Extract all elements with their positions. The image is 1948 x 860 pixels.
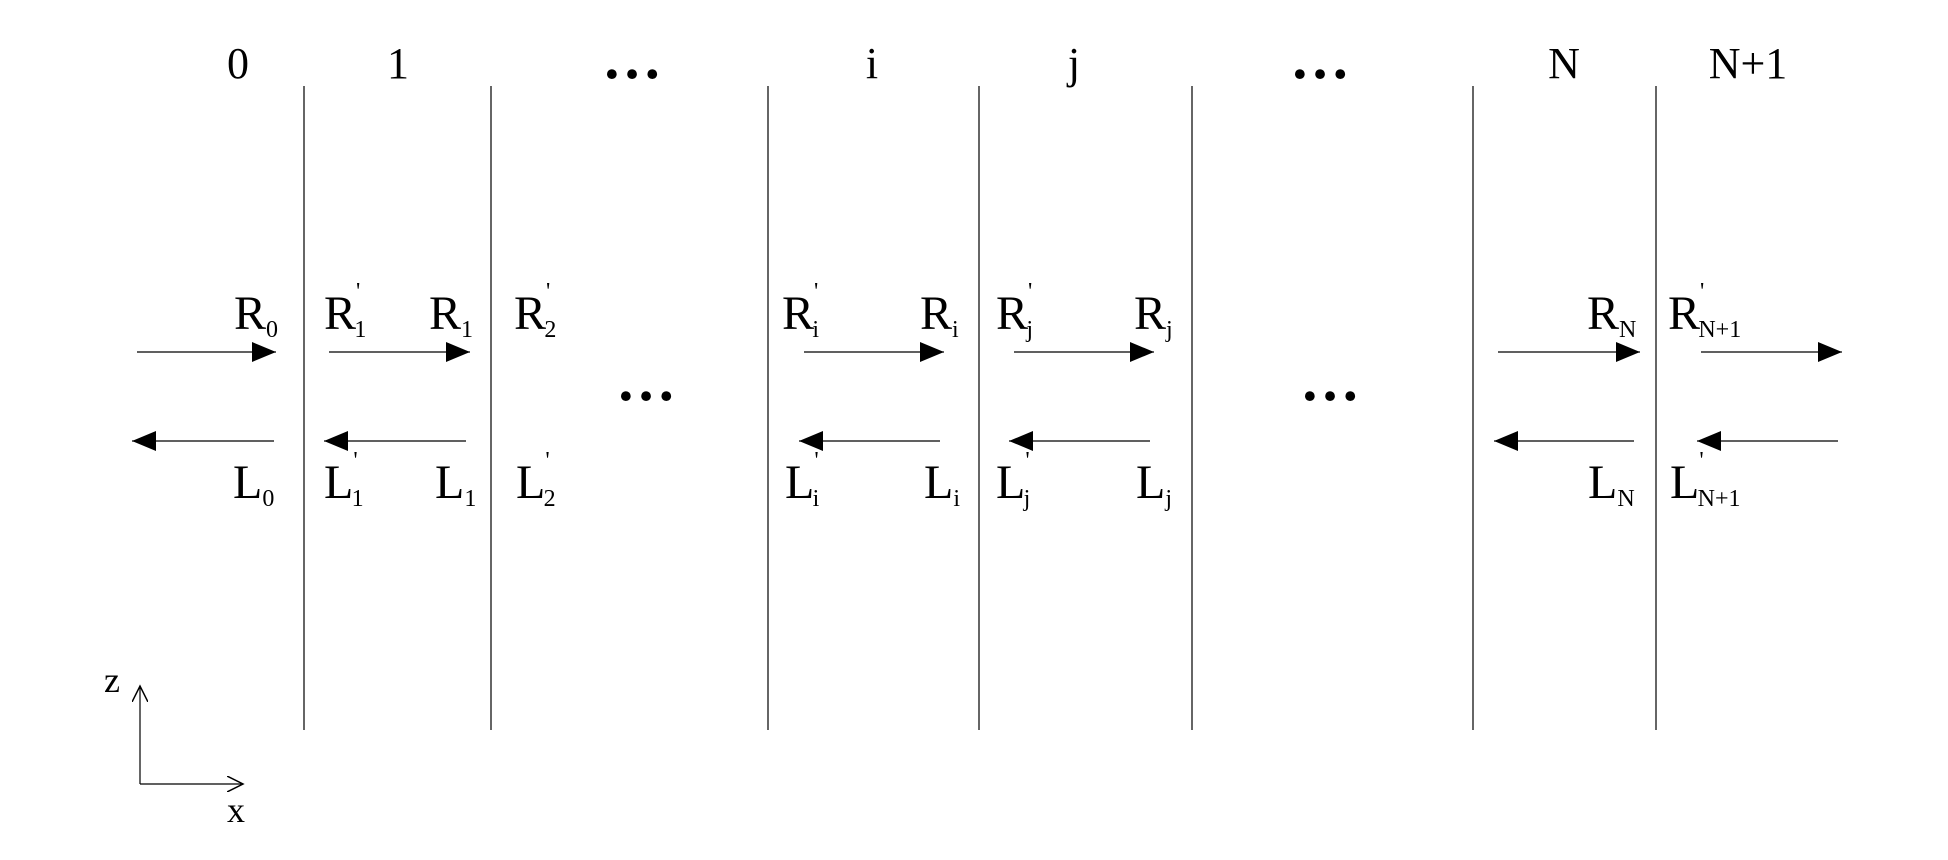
wave-label-R0: R0 <box>234 287 278 343</box>
wave-label-R1p: R'1 <box>324 279 366 343</box>
wave-label-R2p: R'2 <box>514 279 556 343</box>
ellipsis-header-left: … <box>602 25 662 91</box>
coordinate-axes <box>140 686 243 784</box>
wave-label-Rip: R'i <box>782 279 819 343</box>
layer-label-N: N <box>1548 39 1580 88</box>
z-axis-label: z <box>104 660 120 700</box>
wave-label-Ri: Ri <box>920 287 959 343</box>
wave-label-Lj: Lj <box>1136 456 1172 512</box>
wave-label-RN: RN <box>1587 287 1636 343</box>
ellipsis-middle-left: … <box>616 347 676 413</box>
wave-label-Lip: L'i <box>785 448 820 512</box>
wave-label-Ljp: L'j <box>996 448 1030 512</box>
ellipsis-header-right: … <box>1290 25 1350 91</box>
layer-label-j: j <box>1066 39 1080 88</box>
wave-label-L1: L1 <box>435 456 476 512</box>
layer-label-0: 0 <box>227 39 249 88</box>
wave-label-L0: L0 <box>233 456 274 512</box>
x-axis-label: x <box>227 790 245 830</box>
wave-label-Rj: Rj <box>1134 287 1173 343</box>
wave-label-RN1p: R'N+1 <box>1668 279 1741 343</box>
ellipsis-middle-right: … <box>1300 347 1360 413</box>
wave-label-Rjp: R'j <box>996 279 1033 343</box>
wave-label-L2p: L'2 <box>516 448 556 512</box>
wave-label-LN: LN <box>1588 456 1635 512</box>
layer-label-i: i <box>866 39 878 88</box>
wave-label-L1p: L'1 <box>324 448 364 512</box>
layer-label-N+1: N+1 <box>1709 39 1788 88</box>
wave-label-R1: R1 <box>429 287 473 343</box>
interfaces <box>303 86 1657 730</box>
wave-labels: R0 R'1 R1 R'2 R'i Ri R'j Rj RN R'N+1 L0 … <box>233 279 1741 512</box>
wave-label-Li: Li <box>924 456 960 512</box>
layer-label-1: 1 <box>387 39 409 88</box>
layer-labels: 0 1 … i j … N N+1 <box>227 25 1787 91</box>
wave-label-LN1p: L'N+1 <box>1670 448 1741 512</box>
